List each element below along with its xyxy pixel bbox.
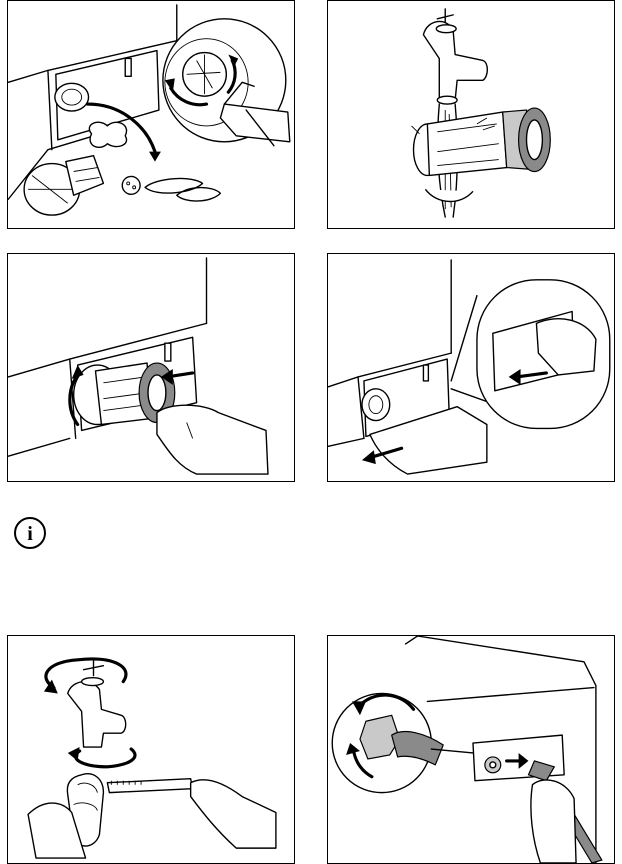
- illustration-reinsert-filter: [7, 253, 295, 482]
- clean-tap-drawing: [8, 636, 294, 863]
- info-glyph: i: [27, 523, 33, 545]
- clean-inlet-hose-drawing: [328, 636, 614, 863]
- illustration-clean-tap-thread: [7, 635, 295, 864]
- rinse-filter-drawing: [328, 1, 614, 228]
- filter-housing-drawing: [8, 1, 294, 228]
- illustration-close-flap: [327, 253, 615, 482]
- illustration-clean-inlet-hose: [327, 635, 615, 864]
- illustration-rinse-filter: [327, 0, 615, 229]
- illustration-clean-filter-housing: [7, 0, 295, 229]
- reinsert-filter-drawing: [8, 254, 294, 481]
- close-flap-drawing: [328, 254, 614, 481]
- info-icon: i: [13, 516, 47, 550]
